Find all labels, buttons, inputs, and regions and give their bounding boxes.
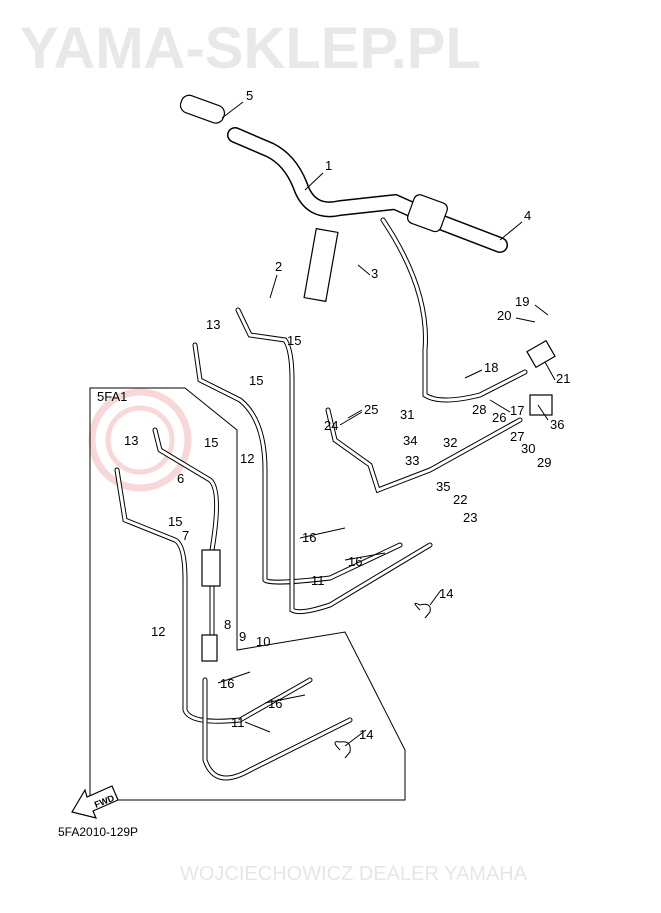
callout: 16: [348, 554, 362, 569]
diagram-code: 5FA2010-129P: [58, 825, 138, 839]
cables: [114, 217, 556, 781]
inset-label: 5FA1: [97, 389, 127, 404]
callout: 30: [521, 441, 535, 456]
callout: 15: [249, 373, 263, 388]
callout: 16: [268, 696, 282, 711]
callout: 4: [524, 208, 531, 223]
callout: 15: [204, 435, 218, 450]
callout: 34: [403, 433, 417, 448]
callout: 14: [359, 727, 373, 742]
callout: 28: [472, 402, 486, 417]
clip-14: [414, 602, 431, 619]
callout: 31: [400, 407, 414, 422]
callout: 16: [302, 530, 316, 545]
callout: 5: [246, 88, 253, 103]
callout-numbers: 5 1 4 2 3 19 20 13 15 15 18 21 25 31 28 …: [124, 88, 570, 742]
callout: 14: [439, 586, 453, 601]
callout: 15: [168, 514, 182, 529]
callout: 13: [206, 317, 220, 332]
callout: 32: [443, 435, 457, 450]
callout: 26: [492, 410, 506, 425]
watermark-text: YAMA-SKLEP.PL: [20, 16, 481, 81]
watermark-logo: [88, 388, 192, 492]
callout: 16: [220, 676, 234, 691]
callout: 13: [124, 433, 138, 448]
callout: 3: [371, 266, 378, 281]
callout: 6: [177, 471, 184, 486]
callout: 21: [556, 371, 570, 386]
callout: 17: [510, 403, 524, 418]
callout: 2: [275, 259, 282, 274]
callout: 9: [239, 629, 246, 644]
callout: 24: [324, 418, 338, 433]
callout: 20: [497, 308, 511, 323]
callout: 10: [256, 634, 270, 649]
callout: 36: [550, 417, 564, 432]
callout: 33: [405, 453, 419, 468]
callout: 12: [151, 624, 165, 639]
callout: 1: [325, 158, 332, 173]
callout: 12: [240, 451, 254, 466]
handlebar: [179, 94, 508, 303]
inset-frame: [89, 387, 406, 801]
callout: 22: [453, 492, 467, 507]
callout: 15: [287, 333, 301, 348]
callout: 19: [515, 294, 529, 309]
leader-lines: [217, 101, 556, 747]
callout: 11: [231, 715, 245, 730]
callout: 25: [364, 402, 378, 417]
callout: 11: [311, 573, 325, 588]
callout: 27: [510, 429, 524, 444]
callout: 29: [537, 455, 551, 470]
callout: 8: [224, 617, 231, 632]
callout: 23: [463, 510, 477, 525]
callout: 35: [436, 479, 450, 494]
callout: 18: [484, 360, 498, 375]
fwd-arrow-icon: FWD: [71, 785, 119, 819]
callout: 7: [182, 528, 189, 543]
watermark-subtext: WOJCIECHOWICZ DEALER YAMAHA: [180, 863, 528, 885]
